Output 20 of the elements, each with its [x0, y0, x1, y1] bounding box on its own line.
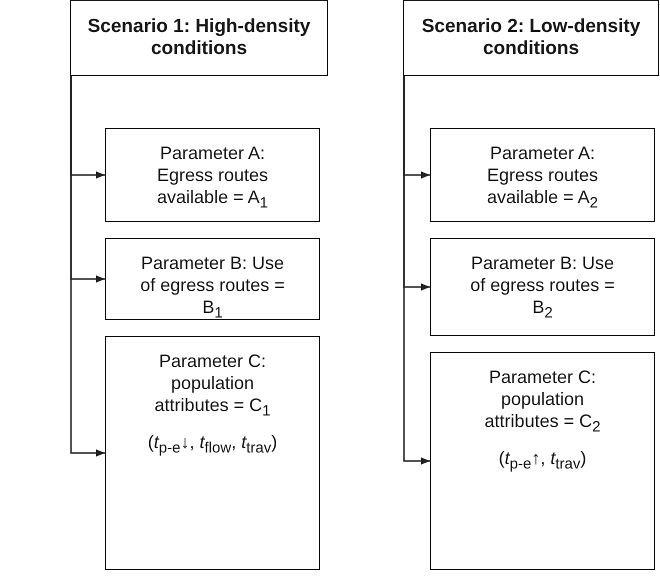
parameter-text: Parameter C: population attributes = C$_{2}$: [484, 366, 602, 438]
parameter-box: [105, 336, 320, 570]
parameter-text: Parameter B: Use of egress routes = B$_{2}$: [469, 252, 616, 324]
formula-text: (t$_{p-e}$↓, t$_{flow}$, t$_{trav}$): [148, 430, 278, 458]
arrow: [70, 76, 105, 457]
scenario-box: [70, 0, 328, 76]
parameter-text: Parameter A: Egress routes available = A$_{1}$: [156, 142, 270, 214]
scenario-box: [403, 0, 659, 76]
scenario-title: Scenario 1: High-density conditions: [86, 16, 312, 60]
parameter-box: [430, 128, 655, 222]
parameter-text: Parameter C: population attributes = C$_{1}$: [154, 350, 272, 422]
formula-text: (t$_{p-e}$↑, t$_{trav}$): [498, 446, 586, 474]
parameter-box: [105, 238, 320, 320]
parameter-box: [105, 128, 320, 222]
parameter-box: [430, 238, 655, 336]
parameter-box: [430, 352, 655, 570]
scenario-title: Scenario 2: Low-density conditions: [420, 16, 642, 60]
parameter-text: Parameter B: Use of egress routes = B$_{1}$: [139, 252, 286, 324]
parameter-text: Parameter A: Egress routes available = A$_{2}$: [486, 142, 600, 214]
arrow: [403, 76, 430, 465]
